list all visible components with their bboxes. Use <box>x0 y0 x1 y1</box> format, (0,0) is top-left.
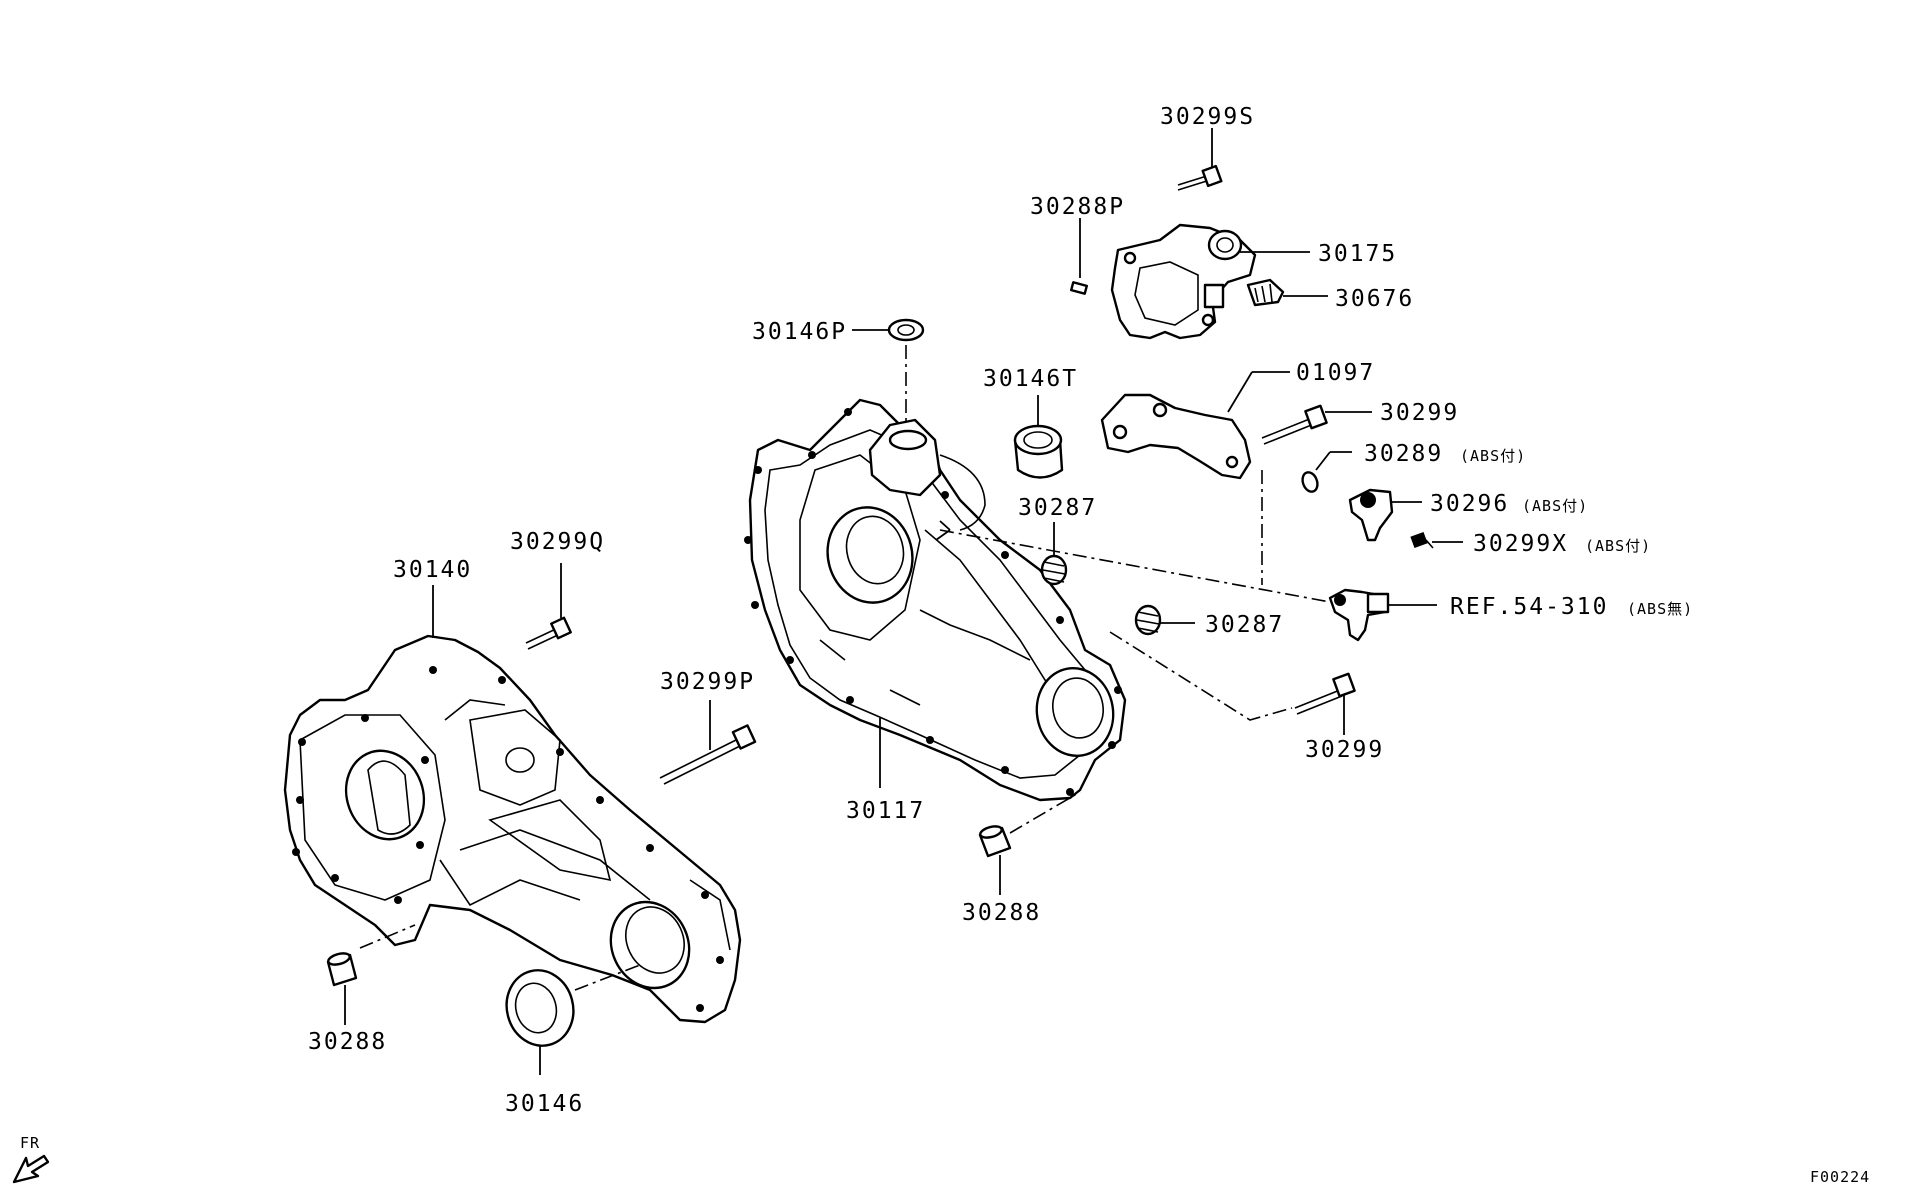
label-30140: 30140 <box>393 557 472 583</box>
label-30676: 30676 <box>1335 286 1414 312</box>
bolt-30299Q[interactable] <box>525 563 572 650</box>
label-30175: 30175 <box>1318 241 1397 267</box>
label-30299-upper: 30299 <box>1380 400 1459 426</box>
label-30287-upper: 30287 <box>1018 495 1097 521</box>
speed-sensor-ref-54-310[interactable] <box>1328 588 1437 642</box>
dowel-30288-middle[interactable] <box>978 824 1012 895</box>
label-30299S: 30299S <box>1160 104 1255 130</box>
sensor-30676[interactable] <box>1246 278 1328 307</box>
pin-30288P[interactable] <box>1070 218 1088 295</box>
label-30299-lower: 30299 <box>1305 737 1384 763</box>
label-30287-lower: 30287 <box>1205 612 1284 638</box>
figure-code: F00224 <box>1810 1168 1870 1186</box>
label-30299X-note: (ABS付) <box>1585 537 1651 555</box>
bolt-30299P[interactable] <box>659 700 757 785</box>
bolt-30299S[interactable] <box>1177 128 1223 191</box>
label-ref-54-310: REF.54-310 <box>1450 594 1608 620</box>
spring-30287-a[interactable] <box>1040 522 1068 586</box>
label-30299X: 30299X <box>1473 531 1568 557</box>
label-30288-middle: 30288 <box>962 900 1041 926</box>
label-30296-note: (ABS付) <box>1522 497 1588 515</box>
transfer-case-30117[interactable] <box>744 398 1127 802</box>
front-arrow-icon <box>12 1154 50 1184</box>
label-30146T: 30146T <box>983 366 1078 392</box>
transfer-case-30140[interactable] <box>283 634 742 1024</box>
bolt-30299-lower[interactable] <box>1294 672 1356 735</box>
sensor-30296[interactable] <box>1348 488 1422 542</box>
front-marker-text: FR <box>20 1134 40 1152</box>
label-30296: 30296 <box>1430 491 1509 517</box>
label-30288-left: 30288 <box>308 1029 387 1055</box>
label-30117: 30117 <box>846 798 925 824</box>
dowel-30288-left[interactable] <box>326 951 358 1025</box>
label-30289: 30289 <box>1364 441 1443 467</box>
oil-seal-30146T[interactable] <box>1013 395 1064 479</box>
spring-30287-b[interactable] <box>1134 604 1195 636</box>
label-01097: 01097 <box>1296 360 1375 386</box>
label-30146: 30146 <box>505 1091 584 1117</box>
bolt-30299X[interactable] <box>1410 531 1463 549</box>
housing-30175[interactable] <box>1110 223 1257 340</box>
label-30299P: 30299P <box>660 669 755 695</box>
o-ring-30289[interactable] <box>1300 451 1352 494</box>
label-30299Q: 30299Q <box>510 529 605 555</box>
leader-lines <box>359 251 1331 991</box>
oil-seal-30146P[interactable] <box>852 318 925 425</box>
label-ref-note: (ABS無) <box>1627 600 1693 618</box>
front-direction-marker: FR <box>12 1134 50 1184</box>
bolt-30299-upper[interactable] <box>1261 404 1372 445</box>
label-30289-note: (ABS付) <box>1460 447 1526 465</box>
label-30146P: 30146P <box>752 319 847 345</box>
oil-seal-30146[interactable] <box>498 963 581 1075</box>
label-30288P: 30288P <box>1030 194 1125 220</box>
bracket-01097[interactable] <box>1100 371 1290 480</box>
